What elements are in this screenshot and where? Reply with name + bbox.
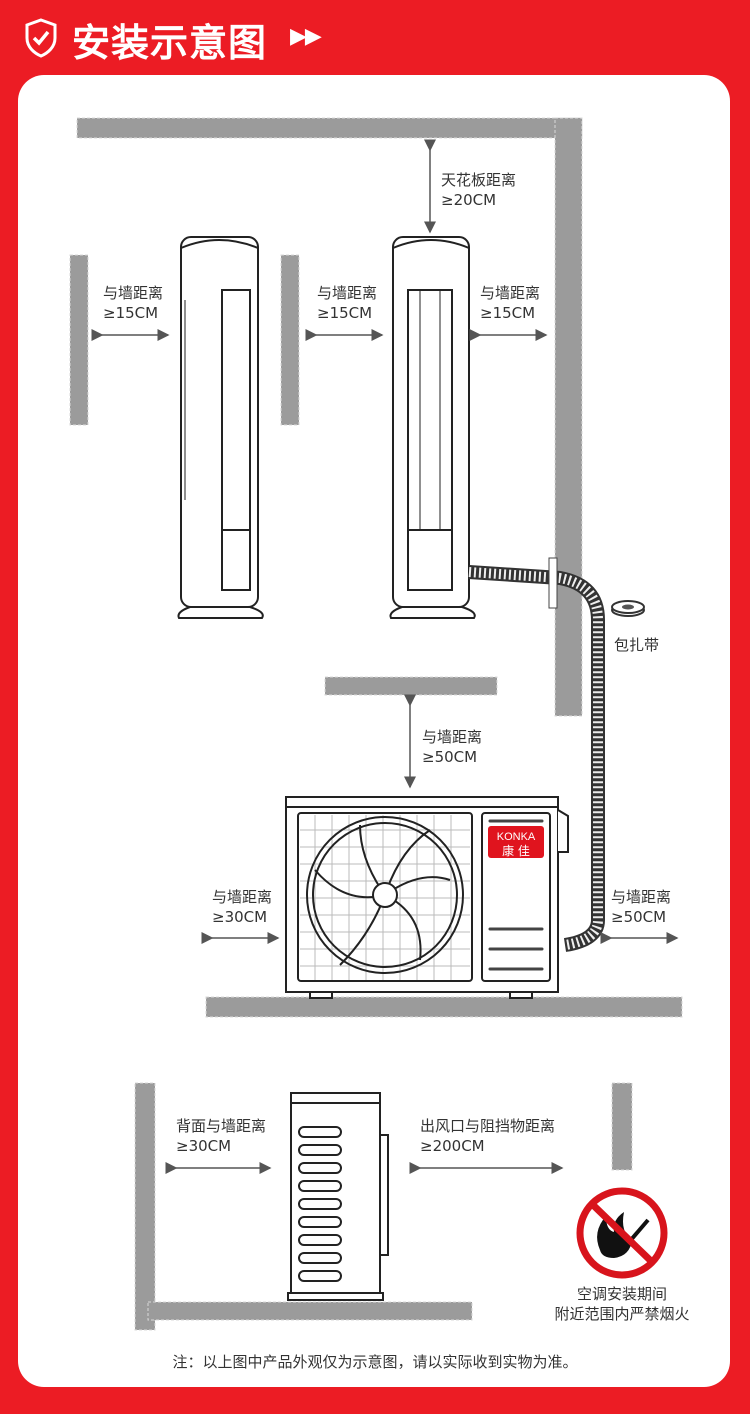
dimension-arrows (91, 139, 679, 1174)
brand-logo: KONKA 康 佳 (488, 826, 544, 858)
outlet-distance-label: 出风口与阻挡物距离≥200CM (420, 1117, 556, 1155)
shield-check-icon (25, 18, 57, 58)
outdoor-floor (205, 996, 683, 1018)
tower-unit-1 (177, 236, 264, 619)
svg-text:KONKA: KONKA (497, 831, 536, 843)
no-fire-icon (576, 1187, 668, 1279)
outdoor-left-distance-label: 与墙距离≥30CM (212, 888, 273, 926)
header: 安装示意图 ▶▶ (0, 0, 750, 75)
back-distance-label: 背面与墙距离≥30CM (176, 1117, 267, 1155)
wall-distance-label-1: 与墙距离≥15CM (103, 284, 164, 322)
top-wall (76, 117, 583, 139)
outdoor-top-distance-label: 与墙距离≥50CM (422, 728, 483, 766)
fan (306, 816, 464, 974)
side-floor (147, 1301, 473, 1321)
page-title: 安装示意图 (72, 21, 268, 65)
side-left-wall (134, 1082, 156, 1331)
tape-roll-icon (611, 600, 645, 617)
wall-distance-label-2: 与墙距离≥15CM (317, 284, 378, 322)
tower-unit-2 (389, 236, 476, 619)
outdoor-right-distance-label: 与墙距离≥50CM (611, 888, 672, 926)
wrap-tape-label: 包扎带 (614, 636, 660, 654)
wall-distance-label-3: 与墙距离≥15CM (480, 284, 541, 322)
side-view-unit (287, 1092, 389, 1301)
right-wall (554, 117, 583, 717)
left-wall-2 (280, 254, 300, 426)
svg-text:康 佳: 康 佳 (502, 843, 530, 858)
outdoor-ceiling-wall (324, 676, 498, 696)
side-right-wall (611, 1082, 633, 1171)
ceiling-distance-label: 天花板距离≥20CM (441, 171, 517, 209)
left-wall-1 (69, 254, 89, 426)
fire-warning-label: 空调安装期间附近范围内严禁烟火 (554, 1285, 690, 1323)
disclaimer-note: 注：以上图中产品外观仅为示意图，请以实际收到实物为准。 (172, 1353, 578, 1371)
double-arrow-icon: ▶▶ (290, 24, 322, 49)
